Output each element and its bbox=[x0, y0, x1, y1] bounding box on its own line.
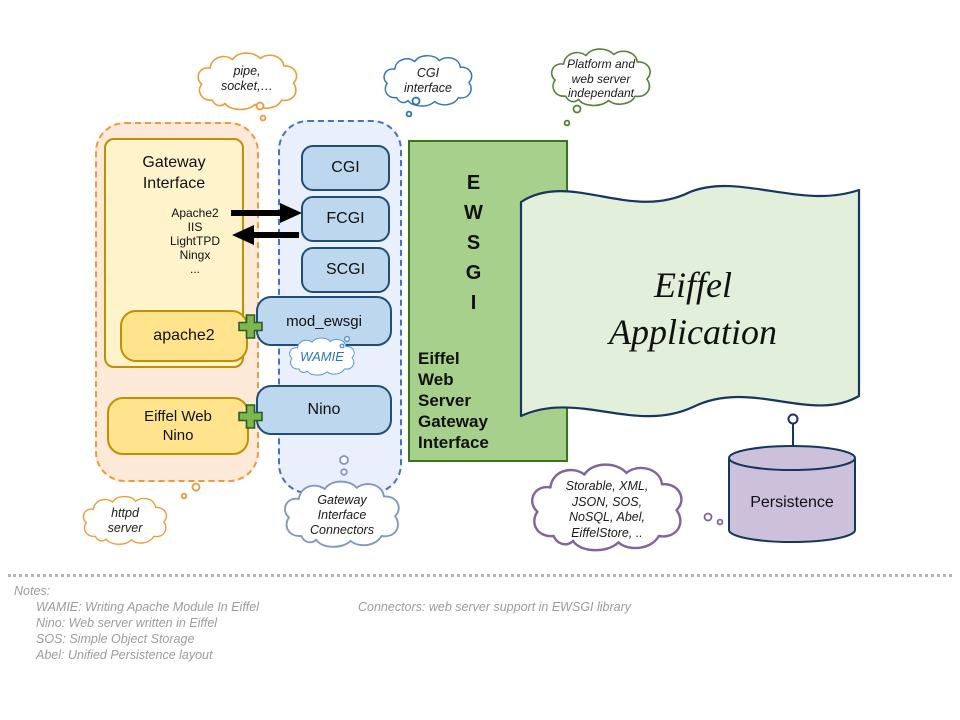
connector-box-mod-ewsgi: mod_ewsgi bbox=[256, 296, 392, 346]
cgi-interface-cloud-label: CGI interface bbox=[404, 66, 452, 95]
cgi-cloud-trail bbox=[405, 96, 421, 118]
note-nino: Nino: Web server written in Eiffel bbox=[36, 616, 218, 630]
notes-title: Notes: bbox=[14, 584, 51, 598]
persistence-connector-node bbox=[787, 413, 799, 425]
connector-box-fcgi: FCGI bbox=[301, 196, 390, 242]
ewsgi-panel: E W S G I Eiffel Web Server Gateway Inte… bbox=[408, 140, 568, 462]
notes-separator bbox=[8, 574, 952, 577]
wamie-cloud-label: WAMIE bbox=[300, 349, 344, 364]
platform-independent-cloud-label: Platform and web server independant bbox=[566, 57, 636, 100]
platform-cloud-trail bbox=[563, 104, 582, 127]
pipe-cloud-trail bbox=[255, 101, 267, 122]
connector-box-nino: Nino bbox=[256, 385, 392, 435]
httpd-server-cloud-label: httpd server bbox=[107, 506, 143, 535]
gateway-connectors-cloud-label: Gateway Interface Connectors bbox=[310, 493, 374, 537]
web-servers-list: Apache2 IIS LightTPD Ningx ... bbox=[169, 206, 221, 276]
note-sos: SOS: Simple Object Storage bbox=[36, 632, 195, 646]
storage-cloud-trail bbox=[703, 512, 724, 526]
notes-section: Notes: WAMIE: Writing Apache Module In E… bbox=[14, 583, 259, 663]
eiffel-web-nino-box: Eiffel Web Nino bbox=[107, 397, 249, 455]
httpd-cloud-trail bbox=[180, 482, 201, 500]
storage-options-cloud-label: Storable, XML, JSON, SOS, NoSQL, Abel, E… bbox=[565, 479, 649, 540]
ewsgi-caption: Eiffel Web Server Gateway Interface bbox=[418, 349, 489, 452]
connector-box-scgi: SCGI bbox=[301, 247, 390, 293]
connector-box-cgi: CGI bbox=[301, 145, 390, 191]
persistence-label: Persistence bbox=[750, 494, 834, 511]
note-wamie: WAMIE: Writing Apache Module In Eiffel bbox=[36, 600, 260, 614]
apache2-box: apache2 bbox=[120, 310, 248, 362]
pipe-socket-cloud-label: pipe, socket,… bbox=[220, 64, 274, 93]
gateway-interface-title: Gateway Interface bbox=[142, 154, 206, 192]
note-abel: Abel: Unified Persistence layout bbox=[36, 648, 213, 662]
note-connectors: Connectors: web server support in EWSGI … bbox=[358, 600, 632, 614]
ewsgi-vertical-label: E W S G I bbox=[464, 172, 484, 314]
eiffel-application-label: Eiffel Application bbox=[609, 265, 777, 352]
